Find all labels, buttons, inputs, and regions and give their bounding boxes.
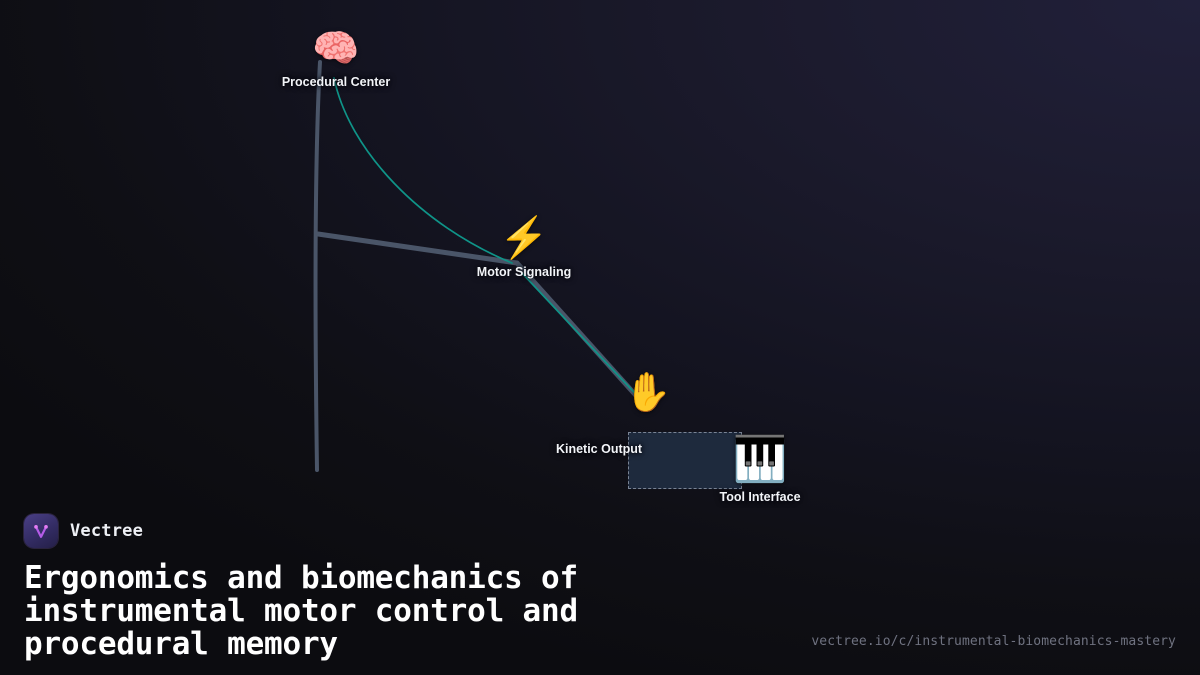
page-url: vectree.io/c/instrumental-biomechanics-m… xyxy=(811,634,1176,649)
brand-name: Vectree xyxy=(70,521,144,542)
edge-procedural-to-motor-signal xyxy=(333,77,513,264)
raised-hand-icon: ✋ xyxy=(624,372,672,414)
lightning-bolt-icon: ⚡ xyxy=(499,216,549,260)
graph-node-label: Motor Signaling xyxy=(476,265,572,279)
vectree-logo-icon xyxy=(24,514,58,549)
edge-procedural-spine xyxy=(313,60,322,472)
graph-node-label: Kinetic Output xyxy=(555,442,643,456)
page-title: Ergonomics and biomechanics of instrumen… xyxy=(24,560,578,663)
footer: Vectree Ergonomics and biomechanics of i… xyxy=(0,514,1200,675)
graph-node-label: Tool Interface xyxy=(719,490,801,504)
edge-motor-to-kinetic-signal xyxy=(520,271,646,405)
brand[interactable]: Vectree xyxy=(24,514,1176,549)
brain-icon: 🧠 xyxy=(312,28,360,70)
musical-keyboard-icon: 🎹 xyxy=(732,435,788,484)
edge-left-to-motor xyxy=(315,231,520,266)
graph-node-label: Procedural Center xyxy=(281,75,391,89)
selection-rectangle[interactable] xyxy=(628,432,742,489)
